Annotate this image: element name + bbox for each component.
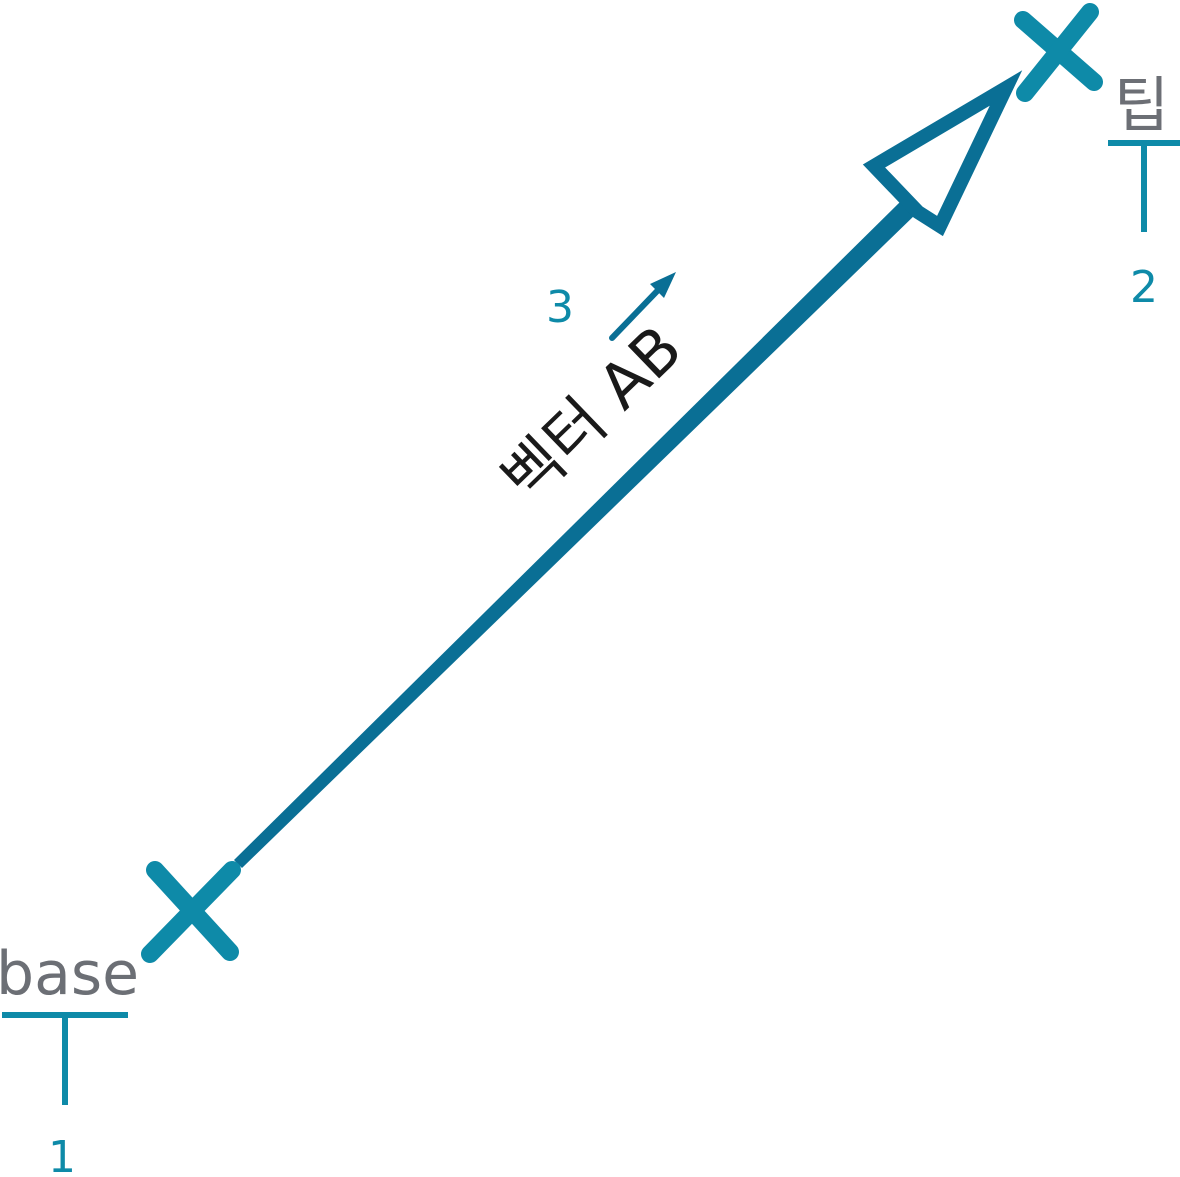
vector-direction-small-arrow-icon [609, 272, 676, 341]
tip-label: 팁 [1114, 71, 1169, 141]
tip-callout-leader [1108, 140, 1180, 232]
base-label: base [0, 939, 139, 1009]
tip-callout-number: 2 [1130, 262, 1158, 313]
tip-x-marker-icon [1014, 3, 1103, 102]
base-callout-leader [2, 1012, 128, 1105]
vector-callout-number: 3 [546, 282, 574, 333]
vector-shaft [234, 198, 918, 868]
vector-label: 벡터 AB [488, 311, 696, 515]
base-x-marker-icon [141, 861, 241, 963]
vector-arrowhead-icon [862, 70, 1023, 237]
base-callout-number: 1 [48, 1132, 76, 1177]
